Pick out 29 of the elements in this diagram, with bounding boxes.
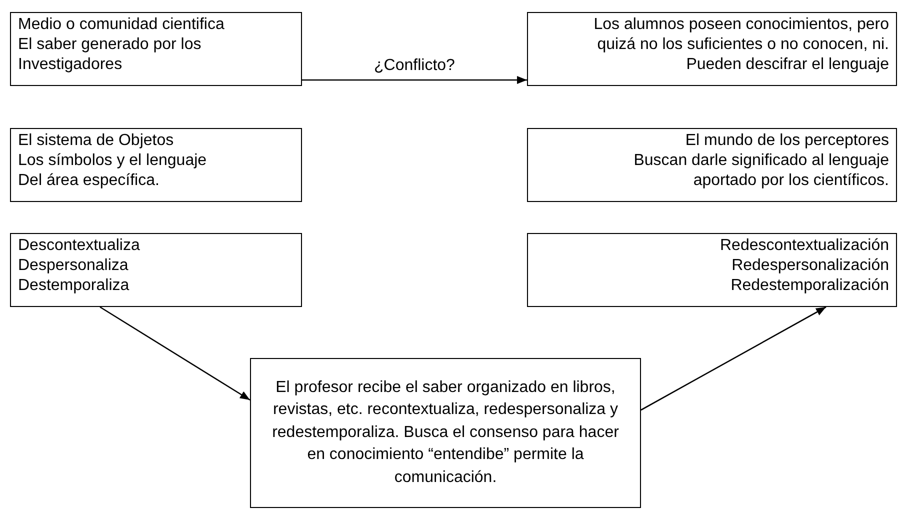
text-box [250,358,641,508]
box-text: Destemporaliza [18,276,130,296]
box-text: Redescontextualización [719,236,889,256]
text-box [527,233,897,307]
box-text: Redespersonalización [730,256,889,276]
box-text: Despersonaliza [18,256,130,276]
box-text: El saber generado por los [18,35,202,55]
box-text: Medio o comunidad cientifica [18,15,226,35]
box-text: Los alumnos poseen conocimientos, pero [592,15,889,35]
box-text: El mundo de los perceptores [684,131,889,151]
box-text: Redestemporalización [730,276,889,296]
arrow [640,306,826,411]
arrow [100,306,250,401]
box-text: Pueden descifrar el lenguaje [685,55,889,75]
text-box [10,12,302,86]
box-text: Los símbolos y el lenguaje [18,151,208,171]
text-box [10,233,302,307]
box-text: Buscan darle significado al lenguaje [632,151,889,171]
box-text: Del área específica. [18,171,160,191]
box-text: aportado por los científicos. [692,171,889,191]
box-text: Descontextualiza [18,236,141,256]
text-box [10,128,302,202]
box-text: El profesor recibe el saber organizado en libros, revistas, etc. recontextualiza, redespersonaliza y redestemporaliza. Busca el consenso para hacer en conocimiento “entendibe” permite la comunicación. [271,378,620,488]
text-box [527,12,897,86]
arrow [302,76,527,84]
box-text: Investigadores [18,55,124,75]
text-box [527,128,897,202]
box-text: quizá no los suficientes o no conocen, ni. [596,35,889,55]
box-text: El sistema de Objetos [18,131,175,151]
